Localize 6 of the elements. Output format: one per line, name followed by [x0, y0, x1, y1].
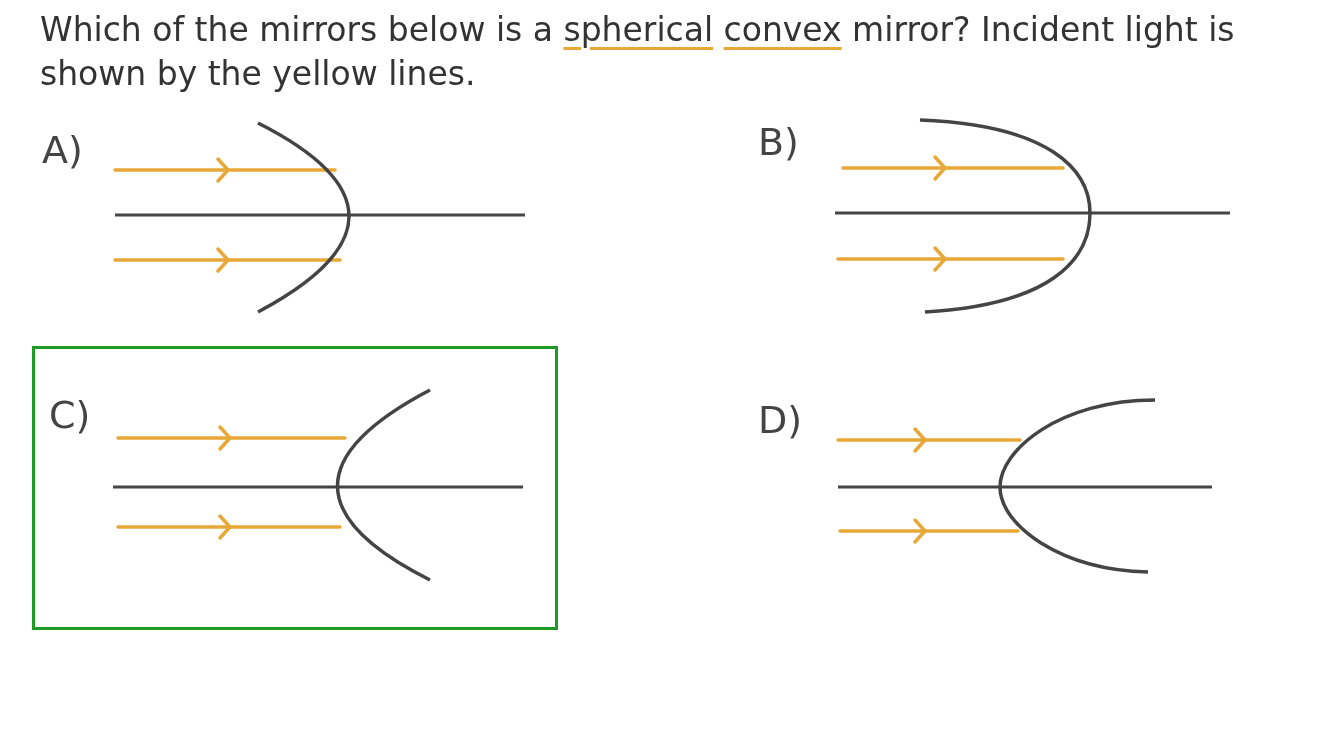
answer-highlight-box: [32, 346, 558, 630]
option-label: B): [758, 120, 799, 164]
question-text: Which of the mirrors below is a spherical convex mirror? Incident light is shown by the yellow lines.: [40, 9, 1236, 95]
option-label: D): [758, 398, 803, 442]
option-label: C): [49, 393, 91, 437]
option-label: A): [42, 128, 83, 172]
